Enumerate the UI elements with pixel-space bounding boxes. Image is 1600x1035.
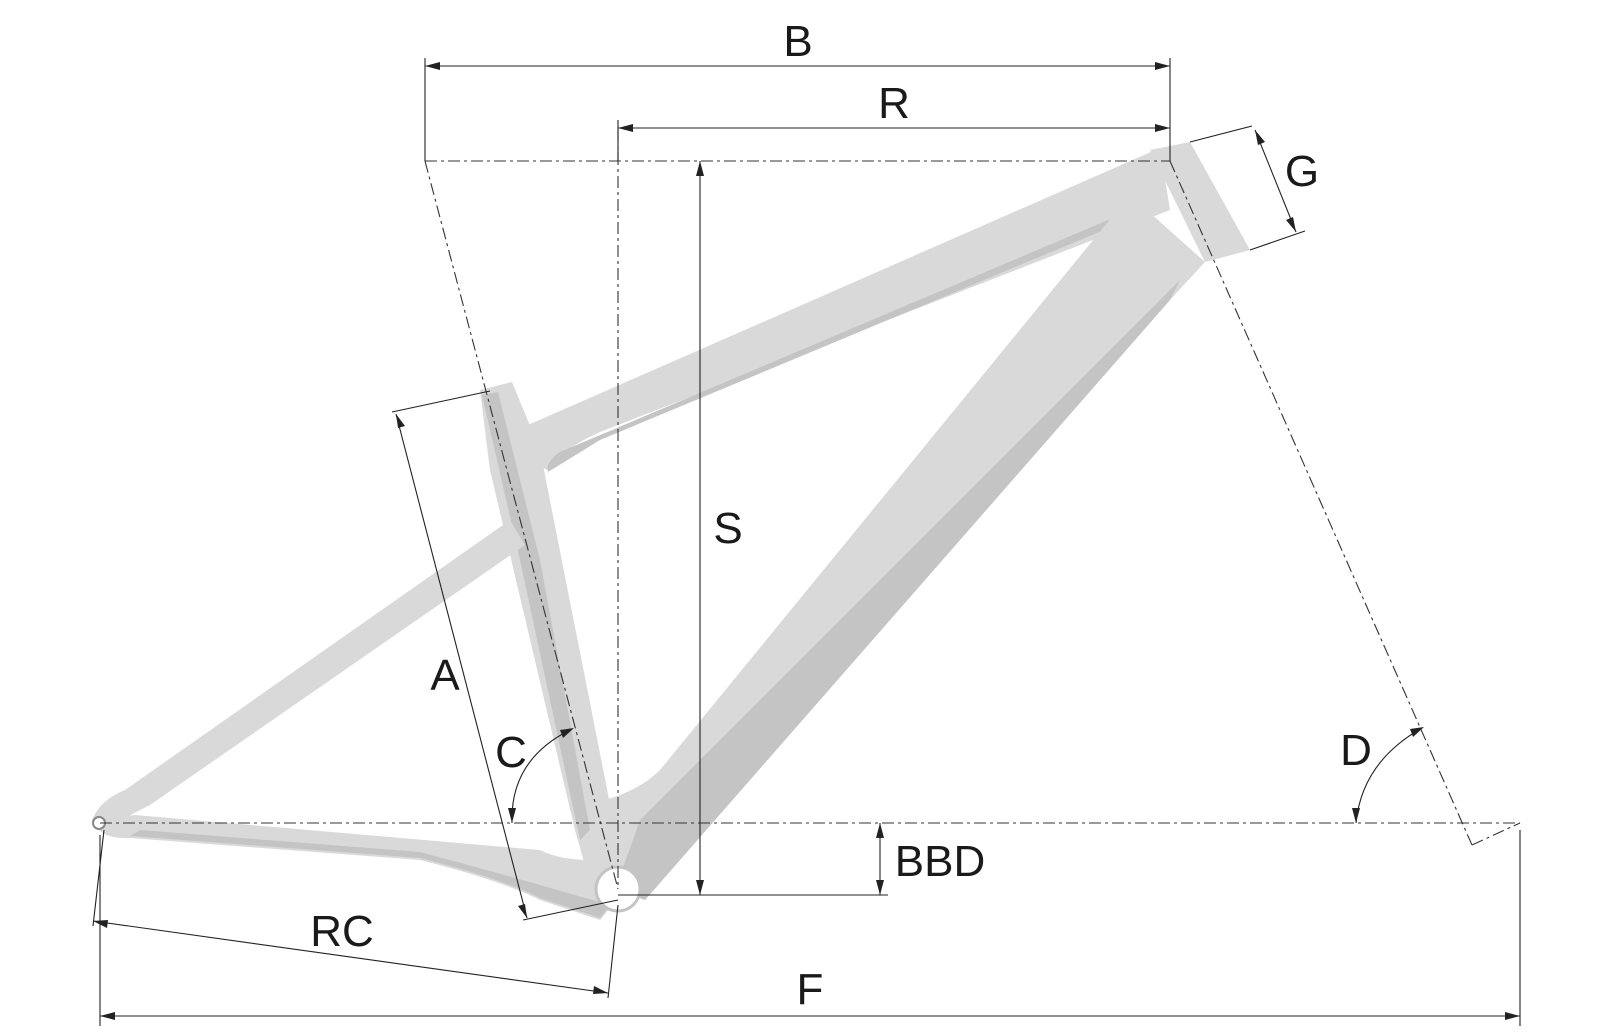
head-tube-axis [1169, 160, 1473, 846]
seat-tube-axis [424, 160, 619, 890]
dimension-bbd: BBD [876, 823, 985, 895]
label-b: B [783, 17, 812, 66]
angle-c: C [495, 728, 574, 824]
label-s: S [713, 504, 742, 553]
dimension-r: R [617, 79, 1170, 161]
chain-stay [92, 815, 625, 920]
label-d: D [1340, 726, 1372, 775]
dimension-b: B [424, 17, 1171, 161]
label-c: C [495, 728, 527, 777]
dimension-f: F [99, 830, 1521, 1026]
top-tube [519, 148, 1170, 470]
label-a: A [430, 651, 460, 700]
seat-tube-shade [482, 392, 590, 840]
head-tube [1150, 142, 1250, 262]
reference-lines [100, 130, 1521, 890]
label-bbd: BBD [895, 837, 985, 886]
chain-stay-shade [130, 830, 610, 918]
dimension-s: S [618, 161, 888, 896]
label-f: F [797, 965, 824, 1014]
dimension-a: A [391, 390, 619, 921]
dimension-rc: RC [92, 829, 619, 999]
seat-stay [92, 520, 525, 822]
label-rc: RC [310, 907, 374, 956]
down-tube-shade [615, 280, 1180, 900]
dimension-g: G [1189, 125, 1319, 251]
label-g: G [1285, 147, 1319, 196]
front-axle-tick [1471, 822, 1521, 846]
angle-d: D [1340, 726, 1424, 824]
label-r: R [878, 79, 910, 128]
bike-frame [92, 142, 1250, 920]
